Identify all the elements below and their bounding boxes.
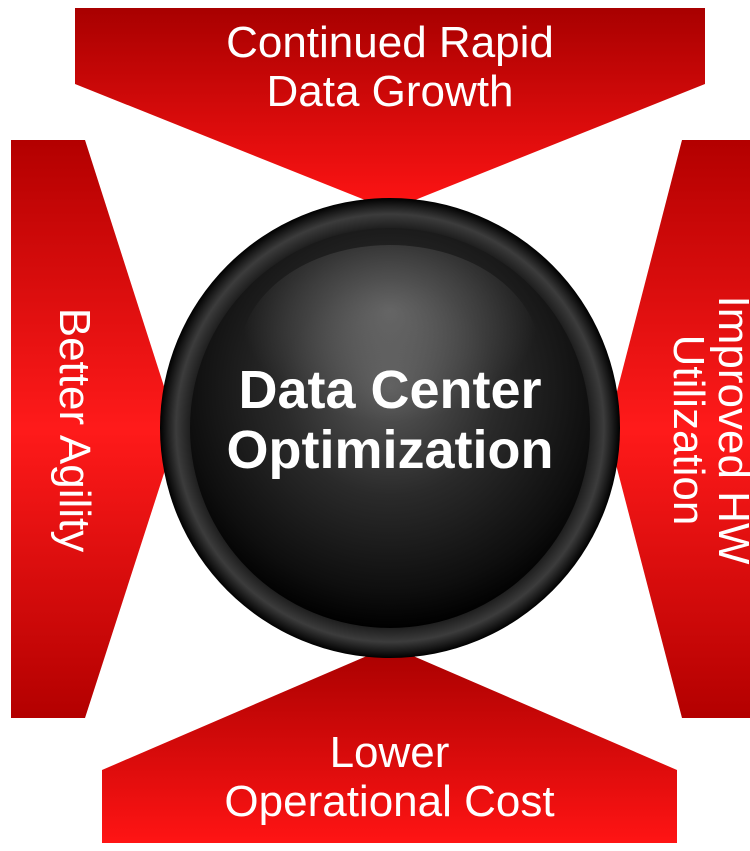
top-label-line1: Continued Rapid [226, 18, 554, 67]
right-arrow-shape [607, 140, 750, 718]
top-arrow-shape [75, 8, 705, 210]
right-label-line2: Utilization [664, 334, 713, 526]
bottom-arrow-label: Lower Operational Cost [102, 728, 677, 827]
center-title-line1: Data Center [238, 360, 542, 420]
bottom-arrow-shape [102, 646, 677, 843]
center-orb-highlight [240, 245, 540, 465]
bottom-label-line2: Operational Cost [224, 777, 555, 827]
right-arrow-label: Improved HW Utilization [664, 295, 750, 565]
left-arrow-label: Better Agility [50, 307, 99, 553]
bottom-label-line1: Lower [329, 728, 450, 777]
center-title: Data Center Optimization [185, 360, 595, 481]
left-arrow-shape [11, 140, 178, 718]
right-label-line1: Improved HW [708, 295, 750, 565]
top-arrow-label: Continued Rapid Data Growth [75, 18, 705, 117]
top-label-line2: Data Growth [266, 67, 514, 117]
center-title-line2: Optimization [226, 420, 554, 481]
